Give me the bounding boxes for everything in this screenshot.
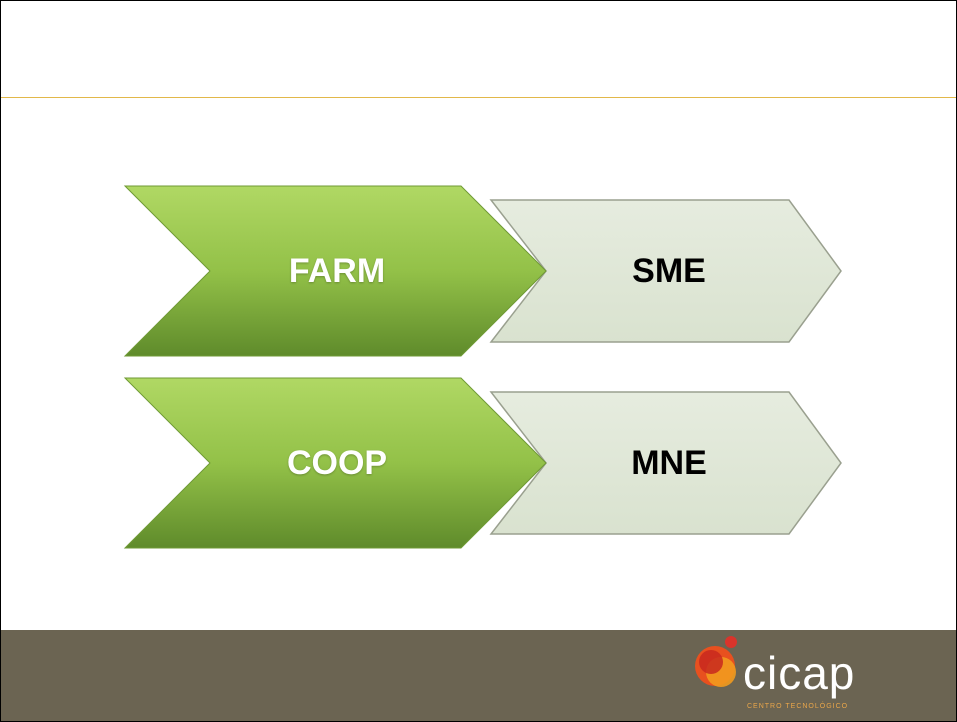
footer-bar: [1, 630, 956, 721]
process-diagram: [123, 185, 842, 549]
cicap-logo-icon: [695, 636, 737, 687]
logo-wordmark: cicap: [743, 647, 856, 699]
coop-label: COOP: [286, 444, 388, 482]
title-divider-line: [1, 97, 956, 98]
cicap-logo: cicap CENTRO TECNOLÓGICO: [691, 632, 891, 721]
sme-label: SME: [632, 252, 706, 290]
farm-label: FARM: [288, 252, 386, 290]
logo-tagline: CENTRO TECNOLÓGICO: [747, 703, 849, 710]
coop-chevron: [123, 377, 547, 549]
mne-label: MNE: [631, 444, 707, 482]
farm-chevron: [123, 185, 547, 357]
